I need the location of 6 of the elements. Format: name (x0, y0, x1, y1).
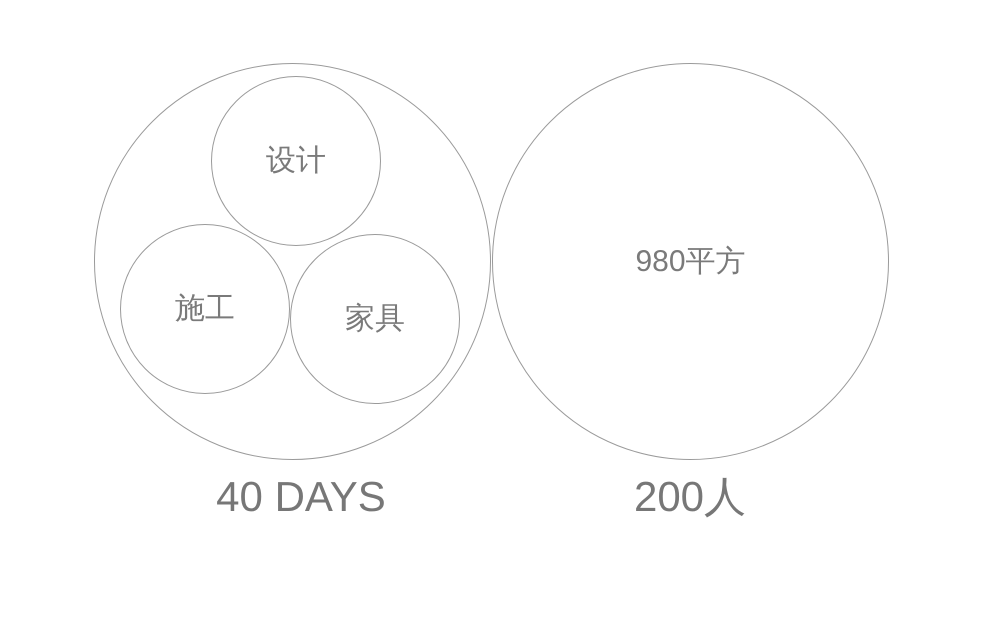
circle-label: 980平方 (635, 244, 746, 280)
circle-label: 设计 (266, 143, 326, 179)
caption-text: 40 DAYS (216, 476, 386, 518)
caption-text: 200人 (634, 476, 746, 518)
circle-label: 家具 (345, 301, 405, 337)
circle-label: 施工 (175, 291, 235, 327)
